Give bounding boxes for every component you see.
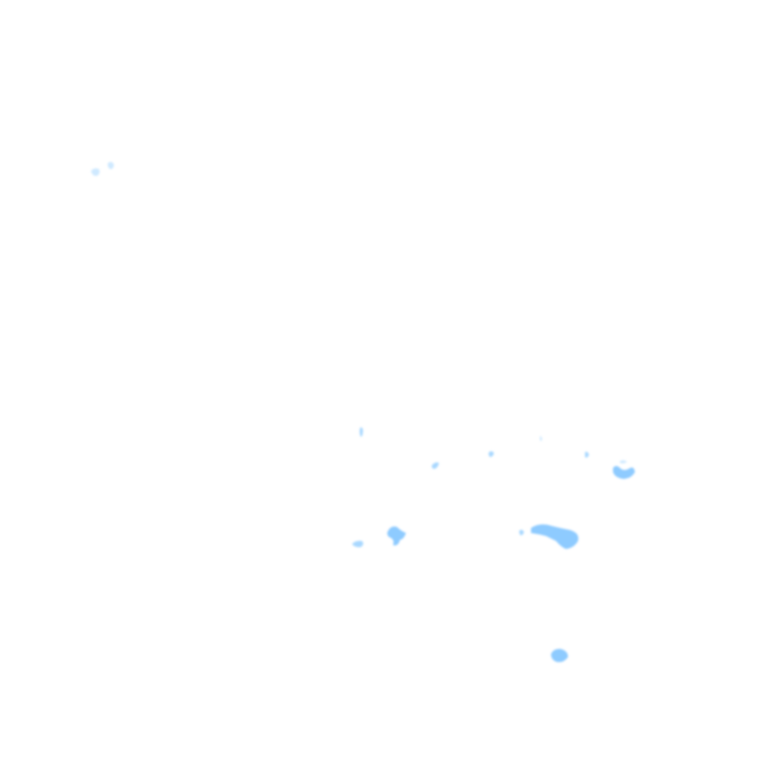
echo-south xyxy=(551,648,568,663)
echo-east-arc-top xyxy=(620,460,627,464)
echo-northwest-b xyxy=(107,161,114,170)
echo-southeast-small xyxy=(519,529,524,536)
echo-southwest-b xyxy=(387,526,406,546)
echo-center-b xyxy=(431,462,439,469)
echo-southeast-main xyxy=(531,524,579,549)
precipitation-echoes xyxy=(91,161,635,663)
echo-center-d xyxy=(540,436,542,441)
echo-center-e xyxy=(585,451,589,458)
echo-center-a xyxy=(359,427,363,437)
echo-east-arc xyxy=(613,466,635,479)
echo-southwest-a xyxy=(352,540,364,548)
echo-northwest-a xyxy=(91,168,100,176)
echo-center-c xyxy=(488,451,494,457)
